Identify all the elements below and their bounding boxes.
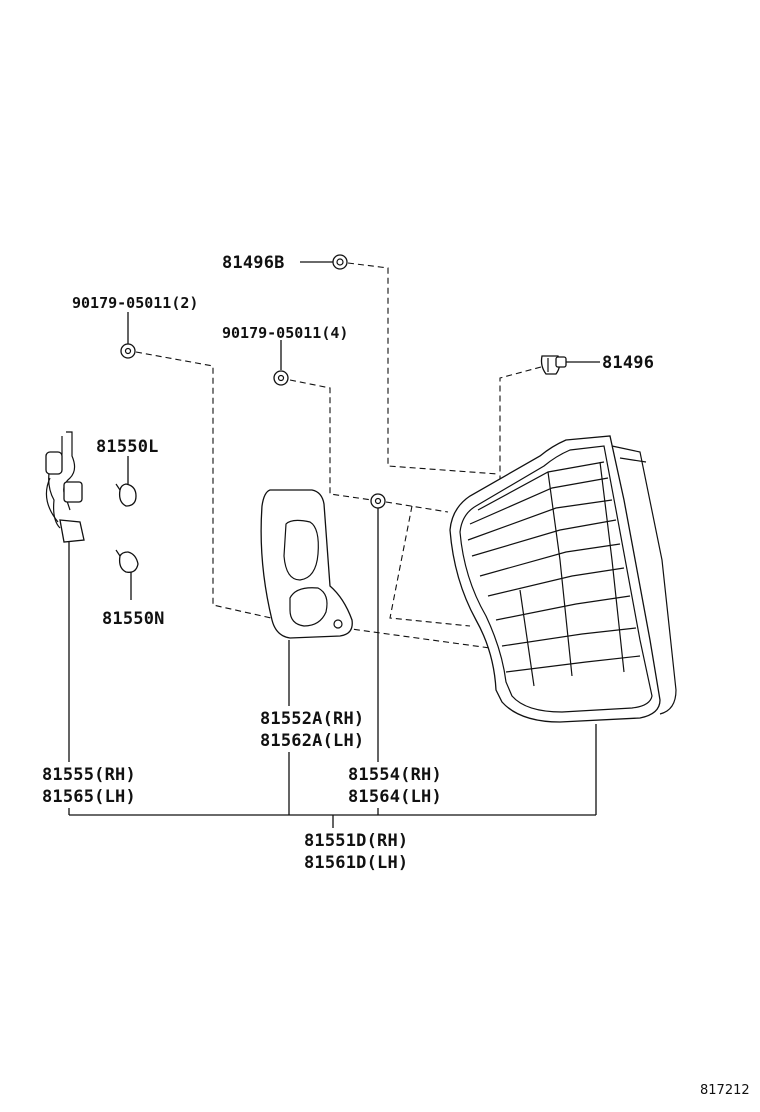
label-81496: 81496 [602, 353, 654, 373]
nut-90179-4-icon [273, 370, 289, 386]
gasket-81552a-icon [260, 489, 353, 639]
label-81496b: 81496B [222, 253, 285, 273]
label-81562a: 81562A(LH) [260, 731, 364, 751]
label-81551d: 81551D(RH) [304, 831, 408, 851]
clip-81496-icon [540, 355, 567, 375]
label-90179-2: 90179-05011(2) [72, 294, 198, 312]
nut-90179-2-icon [120, 343, 136, 359]
socket-wire-81555-icon [45, 431, 85, 543]
label-81555: 81555(RH) [42, 765, 136, 785]
tail-lamp-81551d-icon [449, 435, 677, 723]
part-labels: 81496B 90179-05011(2) 90179-05011(4) 814… [42, 253, 750, 1098]
bulb-81550n-icon [115, 549, 139, 573]
label-81561d: 81561D(LH) [304, 853, 408, 873]
guide-lines [68, 261, 600, 828]
label-90179-4: 90179-05011(4) [222, 324, 348, 342]
label-81550n: 81550N [102, 609, 165, 629]
label-81565: 81565(LH) [42, 787, 136, 807]
label-81552a: 81552A(RH) [260, 709, 364, 729]
screw-81496b-icon [332, 254, 348, 270]
nut-81554-icon [370, 493, 386, 509]
bulb-81550l-icon [115, 483, 137, 507]
figure-reference-number: 817212 [700, 1083, 750, 1098]
label-81564: 81564(LH) [348, 787, 442, 807]
label-81554: 81554(RH) [348, 765, 442, 785]
label-81550l: 81550L [96, 437, 159, 457]
